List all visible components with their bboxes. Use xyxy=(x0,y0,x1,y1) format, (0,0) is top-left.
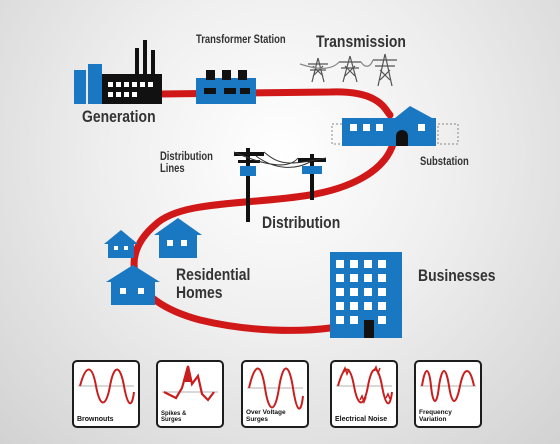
spike-waveform-icon xyxy=(162,365,218,402)
transmission-label: Transmission xyxy=(316,32,406,51)
office-building-icon xyxy=(330,252,402,338)
transformer-station-label: Transformer Station xyxy=(196,34,286,46)
brownouts-label: Brownouts xyxy=(77,416,114,423)
distribution-label: Distribution xyxy=(262,213,341,232)
frequency-variation-label: Frequency Variation xyxy=(419,409,452,423)
frequency-variation-card: Frequency Variation xyxy=(414,360,482,428)
substation-icon xyxy=(331,106,459,146)
generation-label: Generation xyxy=(82,107,156,126)
over-voltage-surges-label: Over Voltage Surges xyxy=(246,409,286,423)
brownouts-card: Brownouts xyxy=(72,360,140,428)
substation-label: Substation xyxy=(420,156,469,168)
transformer-station-icon xyxy=(196,70,256,104)
distribution-lines-label: Distribution Lines xyxy=(160,151,213,176)
electrical-noise-card: Electrical Noise xyxy=(330,360,398,428)
power-plant-icon xyxy=(74,40,162,104)
variable-frequency-wave-icon xyxy=(420,370,476,402)
spikes-surges-card: Spikes & Surges xyxy=(156,360,224,428)
electrical-noise-label: Electrical Noise xyxy=(335,416,388,423)
spikes-surges-label: Spikes & Surges xyxy=(161,411,187,423)
transmission-tower-icon xyxy=(299,53,397,87)
over-voltage-surges-card: Over Voltage Surges xyxy=(241,360,309,428)
house-icon xyxy=(104,218,202,305)
power-line xyxy=(130,88,399,334)
businesses-label: Businesses xyxy=(418,266,496,285)
noisy-sine-wave-icon xyxy=(336,365,393,405)
sine-wave-icon xyxy=(78,368,135,405)
sine-wave-icon xyxy=(247,367,304,410)
utility-pole-icon xyxy=(233,148,327,222)
residential-homes-label: Residential Homes xyxy=(176,265,251,302)
